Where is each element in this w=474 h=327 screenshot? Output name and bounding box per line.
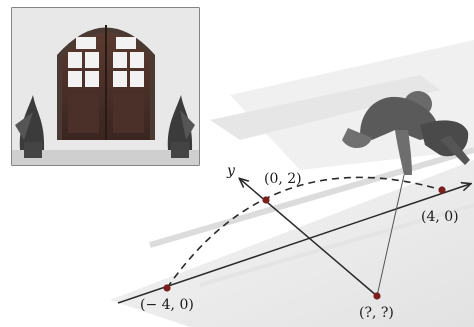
point-right	[438, 186, 446, 194]
right-point-label: (4, 0)	[421, 209, 459, 225]
bottom-point-label: (?, ?)	[359, 305, 394, 321]
doorway-photo-icon	[11, 7, 200, 166]
left-point-label: (− 4, 0)	[140, 297, 194, 313]
dashed-arc	[166, 176, 443, 289]
point-top	[262, 196, 270, 204]
worker-figure-icon	[342, 91, 470, 175]
point-left	[163, 284, 171, 292]
point-bottom	[373, 292, 381, 300]
x-axis	[117, 184, 470, 304]
y-axis-label: y	[227, 163, 235, 179]
sight-line	[376, 174, 405, 297]
top-point-label: (0, 2)	[264, 171, 302, 187]
